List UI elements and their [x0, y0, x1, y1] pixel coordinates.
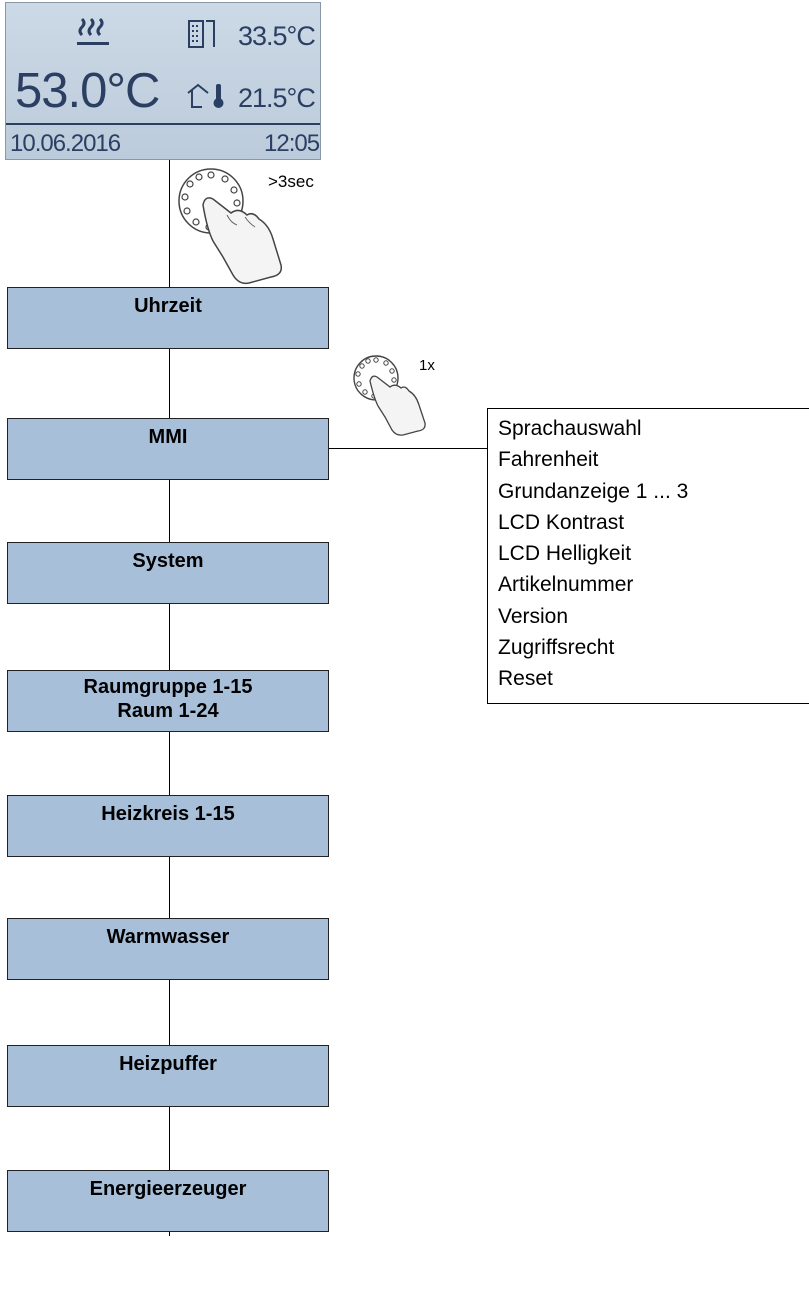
menu-item-heizkreis[interactable]: Heizkreis 1-15: [7, 795, 329, 857]
main-temp: 53.0°C: [15, 64, 160, 118]
date: 10.06.2016: [10, 130, 121, 157]
outdoor-temp: 21.5°C: [238, 83, 316, 113]
menu-item-heizpuffer[interactable]: Heizpuffer: [7, 1045, 329, 1107]
lcd-display: 33.5°C 53.0°C 21.5°C 10.06.2016 12:05: [5, 2, 321, 160]
knob-press-label: 1x: [419, 357, 435, 374]
submenu-connector-line: [329, 448, 487, 449]
heating-waves-icon: [76, 15, 112, 54]
menu-item-label: Raumgruppe 1-15: [83, 676, 253, 698]
menu-item-label: System: [132, 550, 204, 572]
submenu-item-artikelnummer[interactable]: Artikelnummer: [498, 573, 634, 597]
menu-item-label: Warmwasser: [106, 926, 230, 948]
submenu-item-lcd-kontrast[interactable]: LCD Kontrast: [498, 510, 625, 534]
submenu-item-sprachauswahl[interactable]: Sprachauswahl: [498, 417, 642, 440]
menu-item-label-2: Raum 1-24: [117, 700, 219, 722]
lcd-separator: [6, 123, 320, 125]
rotary-knob-press-icon[interactable]: [175, 163, 315, 293]
time: 12:05: [264, 130, 320, 157]
menu-item-uhrzeit[interactable]: Uhrzeit: [7, 287, 329, 349]
menu-item-system[interactable]: System: [7, 542, 329, 604]
menu-item-warmwasser[interactable]: Warmwasser: [7, 918, 329, 980]
submenu-item-fahrenheit[interactable]: Fahrenheit: [498, 448, 599, 472]
submenu-item-reset[interactable]: Reset: [498, 667, 553, 691]
house-thermometer-icon: [186, 81, 234, 114]
menu-item-label: Heizkreis 1-15: [101, 803, 235, 825]
submenu-item-version[interactable]: Version: [498, 604, 569, 628]
submenu-item-grundanzeige[interactable]: Grundanzeige 1 ... 3: [498, 479, 689, 503]
menu-item-mmi[interactable]: MMI: [7, 418, 329, 480]
menu-item-energieerzeuger[interactable]: Energieerzeuger: [7, 1170, 329, 1232]
knob-hold-label: >3sec: [268, 172, 314, 191]
submenu-item-lcd-helligkeit[interactable]: LCD Helligkeit: [498, 542, 632, 566]
menu-item-label: Heizpuffer: [119, 1053, 217, 1075]
menu-item-raumgruppe[interactable]: Raumgruppe 1-15 Raum 1-24: [7, 670, 329, 732]
rotary-knob-press-icon[interactable]: [352, 352, 467, 447]
mmi-submenu: Sprachauswahl Fahrenheit Grundanzeige 1 …: [487, 408, 809, 704]
menu-item-label: Energieerzeuger: [89, 1178, 247, 1200]
submenu-item-zugriffsrecht[interactable]: Zugriffsrecht: [498, 636, 615, 660]
buffer-tank-icon: [186, 17, 218, 54]
menu-item-label: MMI: [148, 426, 188, 448]
menu-item-label: Uhrzeit: [134, 295, 202, 317]
buffer-temp: 33.5°C: [238, 21, 316, 51]
